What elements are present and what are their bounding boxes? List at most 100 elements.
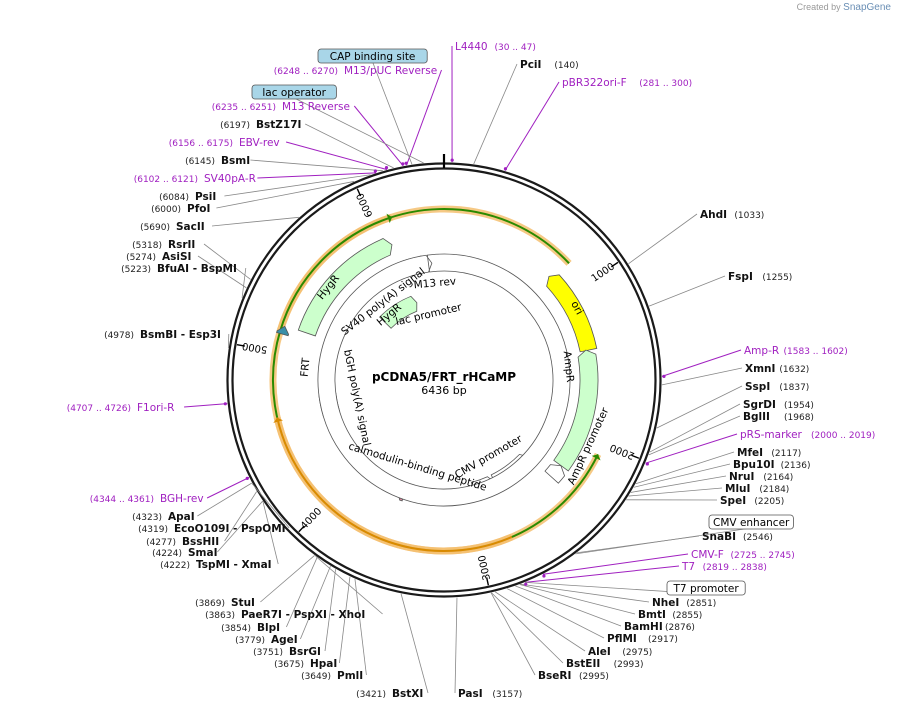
site-leader-line xyxy=(649,403,741,453)
primer-leader-line xyxy=(504,81,560,171)
primer-label-group: Amp-R(1583 .. 1602) xyxy=(744,345,848,357)
site-label-group: FspI (1255) xyxy=(728,271,792,283)
site-leader-line xyxy=(491,592,564,664)
site-leader-line xyxy=(250,159,383,172)
feature-label: AmpR xyxy=(561,350,576,382)
site-name: PsiI xyxy=(195,191,216,203)
site-position: (1837) xyxy=(779,383,809,393)
site-label-group: XmnI(1632) xyxy=(745,363,809,375)
site-name: BlpI xyxy=(257,622,280,634)
site-leader-line xyxy=(211,216,299,227)
site-position: (1632) xyxy=(779,365,809,375)
primer-mark xyxy=(524,582,528,586)
primer-position: (6235 .. 6251) xyxy=(212,103,276,113)
site-leader-line xyxy=(628,213,698,265)
site-label-group: BlpI(3854) xyxy=(221,622,280,634)
primer-leader-line xyxy=(406,69,442,166)
site-position: (2164) xyxy=(763,473,793,483)
site-leader-line xyxy=(515,585,622,627)
position-tick-label: 5000 xyxy=(241,340,268,355)
site-name: AhdI xyxy=(700,209,727,221)
site-position: (3751) xyxy=(253,648,283,658)
position-tick xyxy=(610,261,619,268)
site-name: SspI xyxy=(745,381,770,393)
site-leader-line xyxy=(454,597,458,694)
site-position: (2184) xyxy=(759,485,789,495)
site-leader-line xyxy=(197,482,253,517)
site-label-group: BglII(1968) xyxy=(743,411,814,423)
primer-label-group: SV40pA-R(6102 .. 6121) xyxy=(134,173,256,185)
primer-name: M13/pUC Reverse xyxy=(344,65,437,77)
site-label-group: BseRI(2995) xyxy=(538,670,609,682)
primer-leader-line xyxy=(285,141,388,171)
site-leader-line xyxy=(520,583,650,603)
feature-lac-promoter xyxy=(317,253,571,507)
primer-mark xyxy=(450,158,454,162)
boxed-label-box xyxy=(666,580,746,596)
site-name: BfuAI - BspMI xyxy=(157,263,237,275)
site-name: SnaBI xyxy=(702,531,736,543)
site-leader-line xyxy=(661,367,743,386)
site-name: PasI xyxy=(458,688,483,700)
site-leader-line xyxy=(519,584,636,615)
feature-frt xyxy=(276,325,290,337)
boxed-label-text: lac operator xyxy=(262,87,326,99)
backbone-inner xyxy=(231,167,657,593)
boxed-label-box xyxy=(317,48,428,64)
site-name: SpeI xyxy=(720,495,746,507)
site-name: FspI xyxy=(728,271,753,283)
site-leader-line xyxy=(197,255,247,289)
primer-leader-line xyxy=(184,403,228,408)
site-label-group: AleI(2975) xyxy=(588,646,652,658)
site-name: StuI xyxy=(231,597,255,609)
site-name: PflMI xyxy=(607,633,637,645)
primer-leader-line xyxy=(645,433,738,464)
site-label-group: PaeR7I - PspXI - XhoI(3863) xyxy=(205,609,365,621)
orf-arrowhead xyxy=(386,213,393,224)
site-leader-line xyxy=(203,243,251,280)
position-tick-label: 3000 xyxy=(477,554,493,581)
site-label-group: SnaBI(2546) xyxy=(702,531,773,543)
primer-label-group: M13/pUC Reverse(6248 .. 6270) xyxy=(274,65,437,77)
leader-lines xyxy=(184,45,752,694)
site-name: MluI xyxy=(725,483,750,495)
site-label-group: PciI (140) xyxy=(520,59,579,71)
site-name: HpaI xyxy=(310,658,337,670)
site-position: (140) xyxy=(554,61,578,71)
primer-label-group: F1ori-R(4707 .. 4726) xyxy=(67,402,175,414)
primer-leader-line xyxy=(542,553,689,575)
site-leader-line xyxy=(648,275,726,307)
primer-label-group: M13 Reverse(6235 .. 6251) xyxy=(212,101,350,113)
position-tick-label: 6000 xyxy=(355,191,376,219)
primer-label-group: pRS-marker(2000 .. 2019) xyxy=(740,429,875,441)
primer-position: (4344 .. 4361) xyxy=(90,495,154,505)
orf-arrowhead xyxy=(273,417,283,423)
primer-mark xyxy=(662,374,666,378)
boxed-leader-line xyxy=(372,61,413,165)
primer-position: (6102 .. 6121) xyxy=(134,175,198,185)
primer-name: CMV-F xyxy=(691,549,724,561)
site-position: (3779) xyxy=(235,636,265,646)
site-leader-line xyxy=(339,576,351,664)
site-leader-line xyxy=(506,588,605,639)
site-position: (5690) xyxy=(140,223,170,233)
site-name: BmtI xyxy=(638,609,666,621)
boxed-label-box xyxy=(251,84,337,100)
primer-position: (2819 .. 2838) xyxy=(703,563,767,573)
site-position: (6000) xyxy=(151,205,181,215)
site-label-group: HpaI(3675) xyxy=(274,658,337,670)
site-position: (2917) xyxy=(648,635,678,645)
site-label-group: SpeI(2205) xyxy=(720,495,784,507)
site-name: PciI xyxy=(520,59,541,71)
position-tick xyxy=(485,577,490,586)
site-label-group: Bpu10I(2136) xyxy=(733,459,811,471)
site-name: PaeR7I - PspXI - XhoI xyxy=(241,609,365,621)
site-name: SacII xyxy=(176,221,205,233)
boxed-label-text: CMV enhancer xyxy=(713,517,790,529)
primer-leader-line xyxy=(206,477,250,499)
site-position: (1255) xyxy=(762,273,792,283)
feature-ampr-promoter xyxy=(544,464,566,484)
site-leader-line xyxy=(286,557,318,628)
site-position: (6084) xyxy=(159,193,189,203)
